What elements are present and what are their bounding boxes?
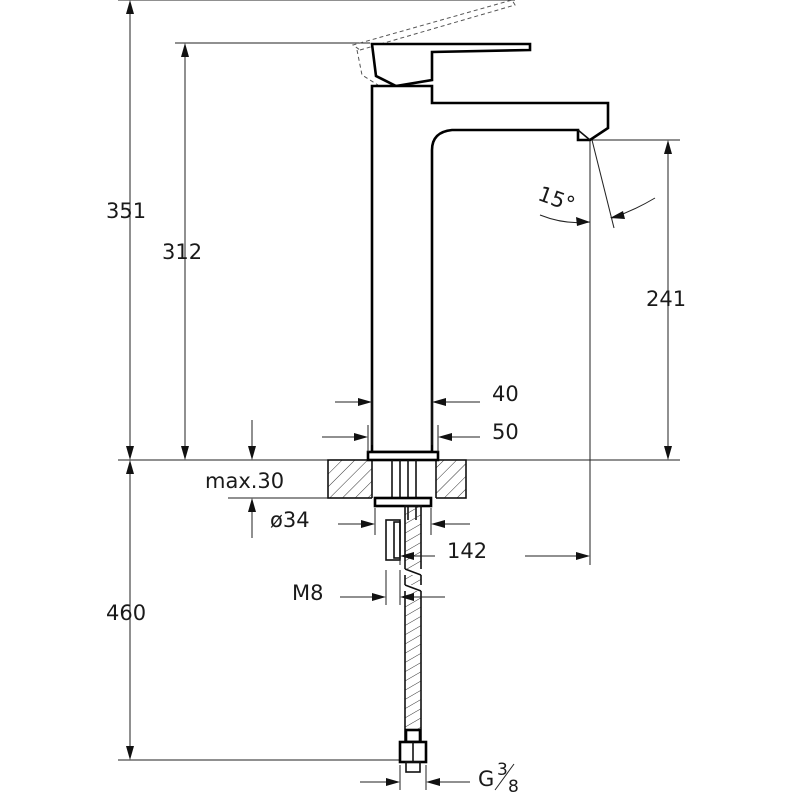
flexible-hose [398, 505, 428, 773]
label-hose-connection-num: 3 [497, 760, 508, 780]
dimension-lines [126, 0, 672, 790]
dimension-labels: 351 312 241 40 50 max.30 ø34 142 M8 460 … [106, 182, 686, 797]
label-hose-connection-den: 8 [508, 777, 519, 797]
label-max-deck: max.30 [205, 469, 284, 493]
label-hose-length: 460 [106, 601, 146, 625]
label-hole-diameter: ø34 [270, 508, 310, 532]
label-body-width: 40 [492, 382, 519, 406]
label-body-height: 312 [162, 240, 202, 264]
label-total-height: 351 [106, 199, 146, 223]
fixings [373, 460, 433, 561]
tap-body [351, 0, 610, 462]
label-base-width: 50 [492, 420, 519, 444]
countertop-section [327, 458, 467, 500]
label-spout-angle: 15° [535, 182, 578, 217]
label-thread: M8 [292, 581, 323, 605]
label-reach: 142 [447, 539, 487, 563]
label-hose-connection: G [478, 767, 494, 791]
label-spout-height: 241 [646, 287, 686, 311]
